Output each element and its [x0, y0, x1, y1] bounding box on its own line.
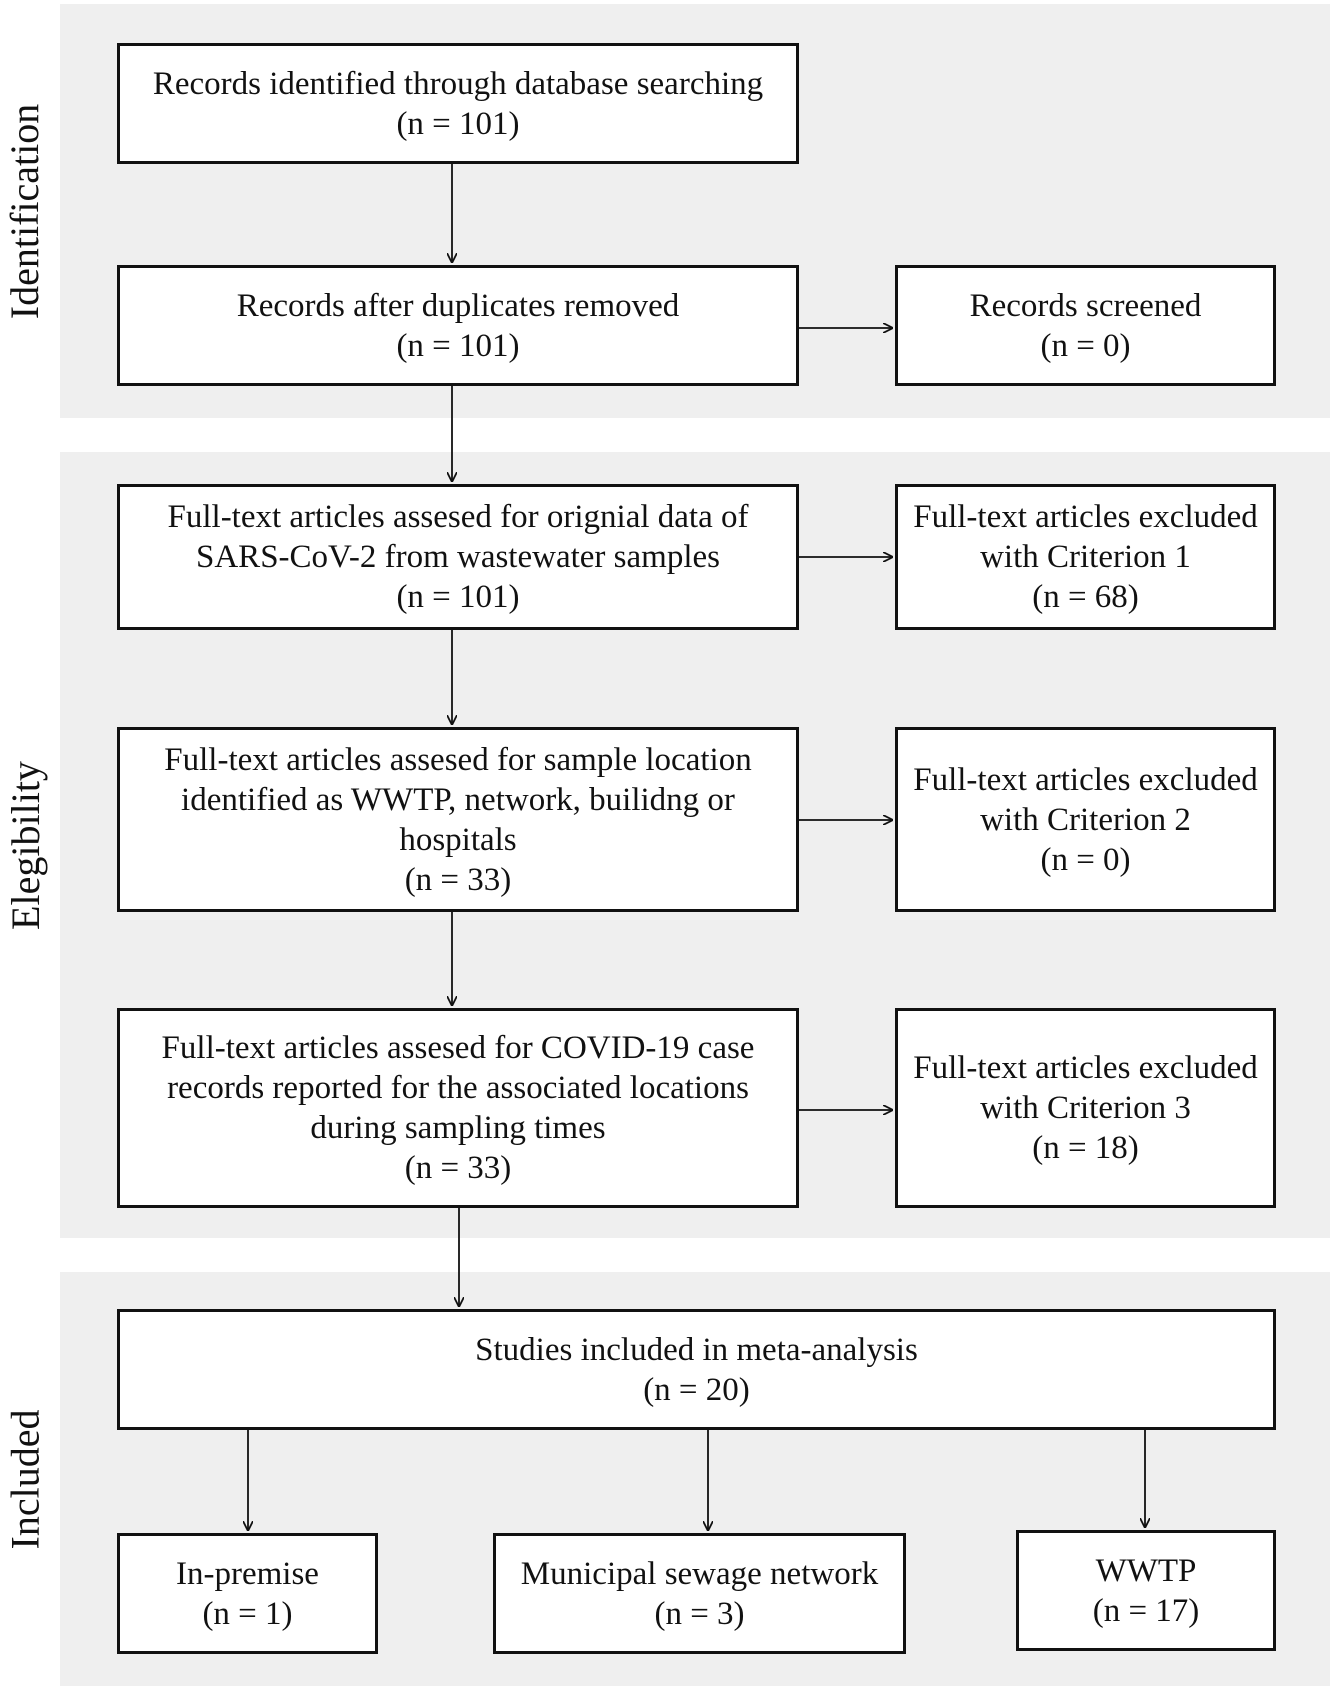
records-screened-box: Records screened(n = 0) [895, 265, 1276, 386]
sewage-network-box: Municipal sewage network(n = 3) [493, 1533, 906, 1654]
box-text-line: (n = 33) [404, 1150, 512, 1186]
box-text-line: Full-text articles assesed for COVID-19 … [161, 1030, 755, 1066]
box-text-line: (n = 101) [396, 579, 520, 615]
box-text-line: Municipal sewage network [520, 1555, 879, 1592]
box-text-line: Records identified through database sear… [152, 65, 764, 102]
box-text-line: Full-text articles assesed for sample lo… [164, 741, 752, 778]
box-text-line: WWTP [1095, 1552, 1197, 1589]
box-text-line: identified as WWTP, network, builidng or [181, 781, 735, 818]
box-text-line: (n = 20) [643, 1371, 750, 1408]
fulltext-covid-records-box: Full-text articles assesed for COVID-19 … [117, 1008, 799, 1208]
box-text-line: Full-text articles excluded [913, 1050, 1258, 1086]
box-text-line: (n = 68) [1032, 579, 1139, 615]
box-text-line: SARS-CoV-2 from wastewater samples [196, 539, 720, 575]
box-text-line: with Criterion 2 [980, 801, 1191, 838]
box-text-line: Records after duplicates removed [236, 287, 680, 324]
box-text-line: Full-text articles excluded [913, 499, 1258, 535]
box-text-line: (n = 101) [396, 327, 520, 364]
box-text-line: with Criterion 3 [980, 1090, 1191, 1126]
excluded-criterion-1-box: Full-text articles excluded with Criterio… [895, 484, 1276, 630]
box-text-line: (n = 0) [1040, 841, 1131, 878]
duplicates-removed-box: Records after duplicates removed(n = 101… [117, 265, 799, 386]
box-text-line: during sampling times [310, 1110, 606, 1146]
box-text-line: In-premise [176, 1555, 319, 1592]
box-text-line: (n = 17) [1092, 1592, 1200, 1629]
records-identified-box: Records identified through database sear… [117, 43, 799, 164]
fulltext-sample-location-box: Full-text articles assesed for sample lo… [117, 727, 799, 912]
box-text-line: (n = 33) [404, 861, 512, 898]
in-premise-box: In-premise(n = 1) [117, 1533, 378, 1654]
box-text-line: with Criterion 1 [980, 539, 1191, 575]
box-text-line: (n = 0) [1040, 327, 1131, 364]
box-text-line: Full-text articles excluded [913, 761, 1258, 798]
box-text-line: Full-text articles assesed for orignial … [167, 499, 749, 535]
wwtp-box: WWTP(n = 17) [1016, 1530, 1276, 1651]
box-text-line: records reported for the associated loca… [167, 1070, 749, 1106]
box-text-line: (n = 3) [654, 1595, 745, 1632]
studies-included-box: Studies included in meta-analysis(n = 20… [117, 1309, 1276, 1430]
box-text-line: (n = 18) [1032, 1130, 1139, 1166]
box-text-line: hospitals [399, 821, 517, 858]
box-text-line: Studies included in meta-analysis [475, 1331, 918, 1368]
fulltext-original-data-box: Full-text articles assesed for orignial … [117, 484, 799, 630]
box-text-line: (n = 1) [202, 1595, 293, 1632]
box-text-line: (n = 101) [396, 105, 520, 142]
excluded-criterion-3-box: Full-text articles excluded with Criterio… [895, 1008, 1276, 1208]
box-text-line: Records screened [969, 287, 1202, 324]
